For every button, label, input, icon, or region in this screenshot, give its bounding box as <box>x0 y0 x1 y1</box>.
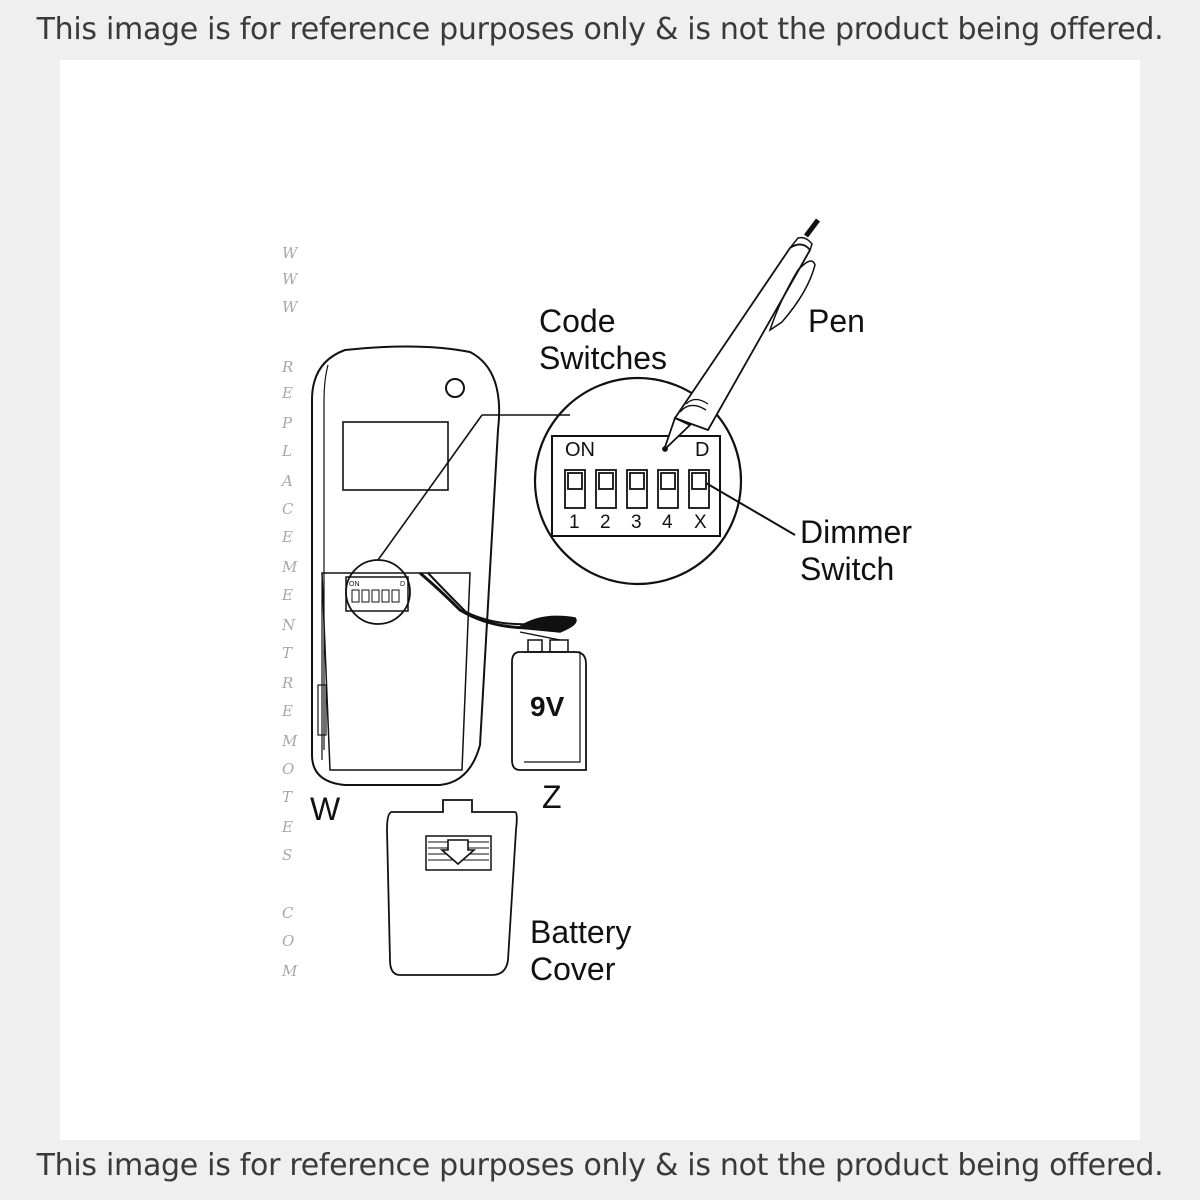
watermark-letter: E <box>281 818 293 836</box>
svg-text:ON: ON <box>349 581 360 588</box>
remote-letter-label: W <box>310 791 341 827</box>
zoom-leader-lines <box>377 414 570 561</box>
watermark-letter: C <box>282 500 294 518</box>
down-arrow-icon <box>439 839 477 866</box>
battery-voltage-label: 9V <box>530 691 565 722</box>
code-switches-label: Code <box>539 303 616 339</box>
magnifier-small-circle <box>345 559 411 625</box>
remote-body: ON D <box>311 345 533 786</box>
dip-switch-2 <box>595 469 617 509</box>
switch-number: 2 <box>600 512 611 533</box>
cover-latch <box>425 835 492 871</box>
watermark-letter: W <box>282 298 299 316</box>
watermark-letter: E <box>281 528 293 546</box>
switch-d-label: D <box>695 439 709 461</box>
watermark: W W W R E P L A C E M E N T R E M O T E … <box>280 244 299 980</box>
switch-number: 3 <box>631 512 642 533</box>
svg-text:D: D <box>400 581 405 588</box>
pen-icon <box>662 218 820 452</box>
disclaimer-banner-bottom: This image is for reference purposes onl… <box>36 1148 1164 1183</box>
watermark-letter: M <box>281 558 298 576</box>
watermark-letter: W <box>282 270 299 288</box>
battery-cover-label: Battery <box>530 914 631 950</box>
watermark-letter: O <box>282 932 294 950</box>
switch-on-label: ON <box>565 439 595 461</box>
disclaimer-banner-top: This image is for reference purposes onl… <box>36 12 1164 47</box>
pen-label: Pen <box>808 303 865 339</box>
watermark-letter: E <box>281 702 293 720</box>
watermark-letter: L <box>281 442 292 460</box>
watermark-letter: O <box>282 760 294 778</box>
battery-cover-label: Cover <box>530 951 616 987</box>
watermark-letter: R <box>281 674 293 692</box>
dip-switch-3 <box>626 469 648 509</box>
dimmer-leader-line <box>705 482 796 536</box>
watermark-letter: M <box>281 962 298 980</box>
dip-switch-4 <box>657 469 679 509</box>
dip-switch-1 <box>564 469 586 509</box>
watermark-letter: E <box>281 586 293 604</box>
watermark-letter: E <box>281 384 293 402</box>
switch-panel <box>551 435 721 537</box>
battery-cover <box>386 799 518 976</box>
watermark-letter: R <box>281 358 293 376</box>
watermark-letter: S <box>282 846 292 864</box>
led-indicator <box>445 378 465 398</box>
watermark-letter: C <box>282 904 294 922</box>
magnifier-large-circle <box>533 376 743 586</box>
switch-number: X <box>694 512 707 533</box>
watermark-letter: A <box>280 472 293 490</box>
watermark-letter: P <box>281 414 293 432</box>
watermark-letter: W <box>282 244 299 262</box>
battery-compartment <box>321 572 471 771</box>
dimmer-switch-label: Switch <box>800 551 894 587</box>
code-switches-label: Switches <box>539 340 667 376</box>
watermark-letter: N <box>281 616 296 634</box>
code-switches-zoom <box>533 376 743 586</box>
switch-number: 1 <box>569 512 580 533</box>
dimmer-switch-label: Dimmer <box>800 514 912 550</box>
switch-number: 4 <box>662 512 673 533</box>
battery-9v <box>511 615 587 771</box>
watermark-letter: T <box>282 644 293 662</box>
battery-letter-label: Z <box>542 779 562 815</box>
dip-switch-x <box>688 469 710 509</box>
dip-switches <box>564 469 710 509</box>
watermark-letter: T <box>282 788 293 806</box>
diagram-panel <box>60 60 1140 1140</box>
watermark-letter: M <box>281 732 298 750</box>
remote-display <box>342 421 449 491</box>
